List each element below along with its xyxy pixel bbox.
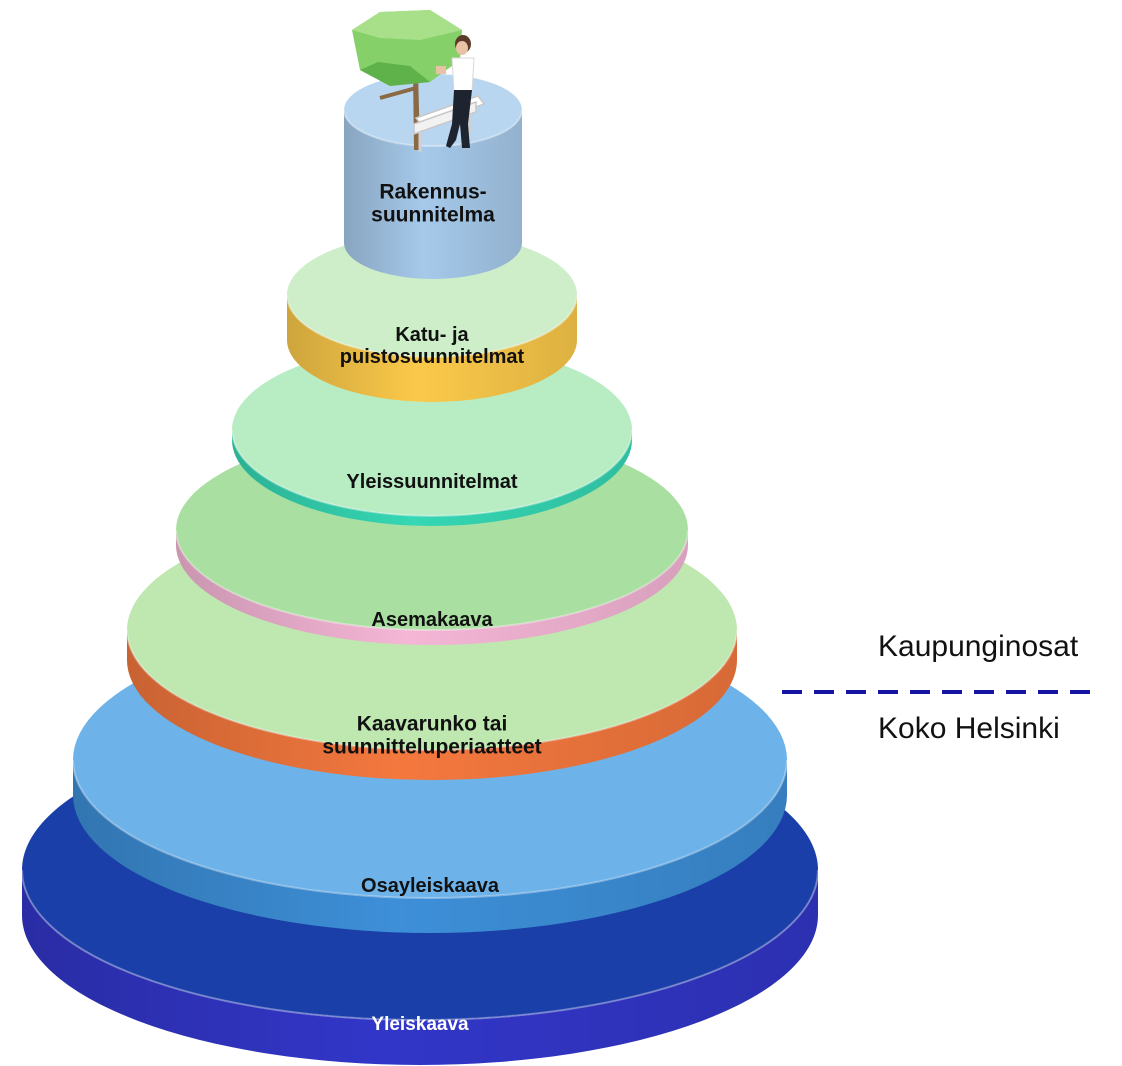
tier-label-line: suunnitteluperiaatteet: [322, 736, 541, 759]
tier-rim-yleissuunnitelmat: [231, 429, 633, 517]
tier-label-line: Kaavarunko tai: [357, 712, 508, 735]
tier-label-yleissuunnitelmat: Yleissuunnitelmat: [346, 471, 517, 493]
tier-shade-yleiskaava: [22, 870, 818, 1065]
top-scene: [352, 10, 486, 152]
tier-label-yleiskaava: Yleiskaava: [371, 1014, 469, 1035]
tier-rim-katu-ja-puisto: [286, 294, 578, 358]
divider-label-koko-helsinki: Koko Helsinki: [878, 712, 1060, 745]
tier-label-asemakaava: Asemakaava: [371, 609, 493, 631]
tier-label-osayleiskaava: Osayleiskaava: [361, 875, 500, 897]
tier-label-line: Katu- ja: [395, 324, 469, 346]
person-icon: [436, 35, 475, 148]
tier-rim-osayleiskaava: [72, 759, 788, 899]
tier-label-line: suunnitelma: [371, 204, 495, 227]
tier-label-line: Asemakaava: [371, 609, 493, 631]
tier-rim-yleiskaava: [21, 869, 819, 1021]
divider-label-kaupunginosat: Kaupunginosat: [878, 630, 1079, 663]
tier-shade-kaavarunko: [127, 630, 737, 780]
tier-label-line: Osayleiskaava: [361, 875, 500, 897]
tier-top-yleissuunnitelmat: [232, 344, 632, 516]
tier-shade-katu-ja-puisto: [287, 295, 577, 402]
tier-label-line: Yleissuunnitelmat: [346, 471, 517, 493]
tier-shade-osayleiskaava: [73, 760, 787, 933]
tier-yleissuunnitelmat: [231, 344, 633, 526]
tier-shade-rakennussuunnitelma: [344, 110, 522, 279]
tier-rim-kaavarunko: [126, 629, 738, 751]
tier-label-line: Yleiskaava: [371, 1014, 469, 1035]
tier-rakennussuunnitelma: [343, 74, 523, 279]
tier-rim-rakennussuunnitelma: [343, 109, 523, 147]
tier-top-rakennussuunnitelma: [344, 74, 522, 146]
tier-label-line: puistosuunnitelmat: [340, 346, 525, 368]
tier-rim-asemakaava: [175, 529, 689, 631]
tier-label-rakennussuunnitelma: Rakennus-suunnitelma: [371, 180, 495, 226]
tier-label-line: Rakennus-: [379, 180, 486, 203]
